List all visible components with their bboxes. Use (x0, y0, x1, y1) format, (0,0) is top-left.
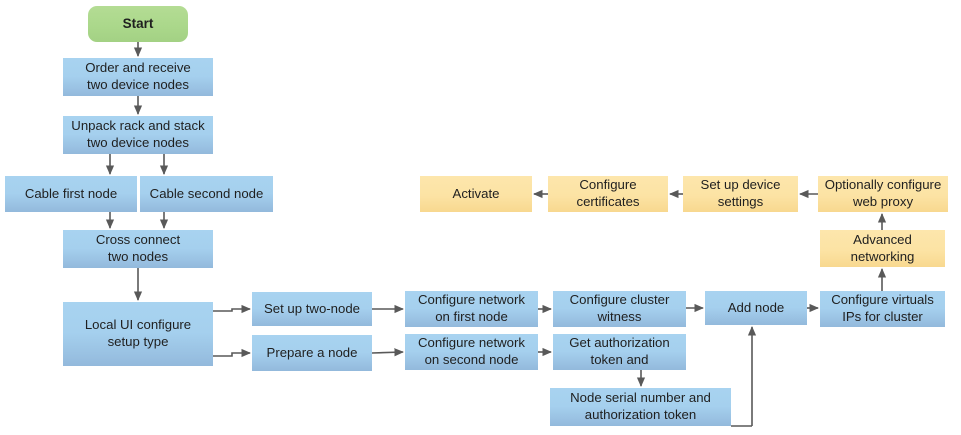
node-label-net-first: Configure network on first node (417, 292, 526, 324)
node-activate[interactable]: Activate (420, 176, 532, 212)
node-setup-two-node[interactable]: Set up two-node (252, 292, 372, 326)
edge-local-ui-setup (213, 304, 251, 314)
edge-prepare-net-second (371, 348, 404, 357)
node-label-cable-first: Cable first node (24, 185, 118, 201)
node-cable-second[interactable]: Cable second node (140, 176, 273, 212)
edge-local-ui-prepare (213, 348, 251, 358)
node-node-serial[interactable]: Node serial number and authorization tok… (550, 388, 731, 426)
node-virtual-ips[interactable]: Configure virtuals IPs for cluster (820, 291, 945, 327)
node-label-cluster-witness: Configure cluster witness (569, 292, 670, 324)
node-auth-token[interactable]: Get authorization token and (553, 334, 686, 370)
node-label-local-ui: Local UI configure setup type (84, 317, 192, 349)
node-cross-connect[interactable]: Cross connect two nodes (63, 230, 213, 268)
node-label-certificates: Configure certificates (576, 177, 640, 209)
node-cluster-witness[interactable]: Configure cluster witness (553, 291, 686, 327)
node-label-advanced-net: Advanced networking (850, 231, 915, 264)
node-certificates[interactable]: Configure certificates (548, 176, 668, 212)
node-unpack[interactable]: Unpack rack and stack two device nodes (63, 116, 213, 154)
node-local-ui[interactable]: Local UI configure setup type (63, 302, 213, 366)
node-label-cross-connect: Cross connect two nodes (95, 232, 181, 264)
node-label-prepare-node: Prepare a node (266, 344, 358, 360)
node-order[interactable]: Order and receive two device nodes (63, 58, 213, 96)
node-label-add-node: Add node (727, 299, 785, 315)
node-label-order: Order and receive two device nodes (85, 60, 191, 92)
node-net-second[interactable]: Configure network on second node (405, 334, 538, 370)
node-web-proxy[interactable]: Optionally configure web proxy (818, 176, 948, 212)
node-start[interactable]: Start (88, 6, 188, 42)
node-net-first[interactable]: Configure network on first node (405, 291, 538, 327)
node-advanced-net[interactable]: Advanced networking (820, 230, 945, 267)
node-label-device-settings: Set up device settings (700, 177, 781, 209)
node-label-net-second: Configure network on second node (417, 335, 526, 367)
node-label-cable-second: Cable second node (149, 185, 264, 201)
node-label-auth-token: Get authorization token and (569, 335, 670, 367)
node-device-settings[interactable]: Set up device settings (683, 176, 798, 212)
node-label-activate: Activate (452, 185, 500, 201)
node-label-setup-two-node: Set up two-node (263, 300, 361, 316)
node-add-node[interactable]: Add node (705, 291, 807, 325)
node-label-virtual-ips: Configure virtuals IPs for cluster (831, 292, 934, 324)
node-label-node-serial: Node serial number and authorization tok… (570, 390, 711, 422)
node-label-start: Start (122, 16, 154, 32)
node-label-unpack: Unpack rack and stack two device nodes (71, 118, 205, 150)
node-label-web-proxy: Optionally configure web proxy (824, 177, 942, 209)
node-cable-first[interactable]: Cable first node (5, 176, 137, 212)
node-prepare-node[interactable]: Prepare a node (252, 335, 372, 371)
